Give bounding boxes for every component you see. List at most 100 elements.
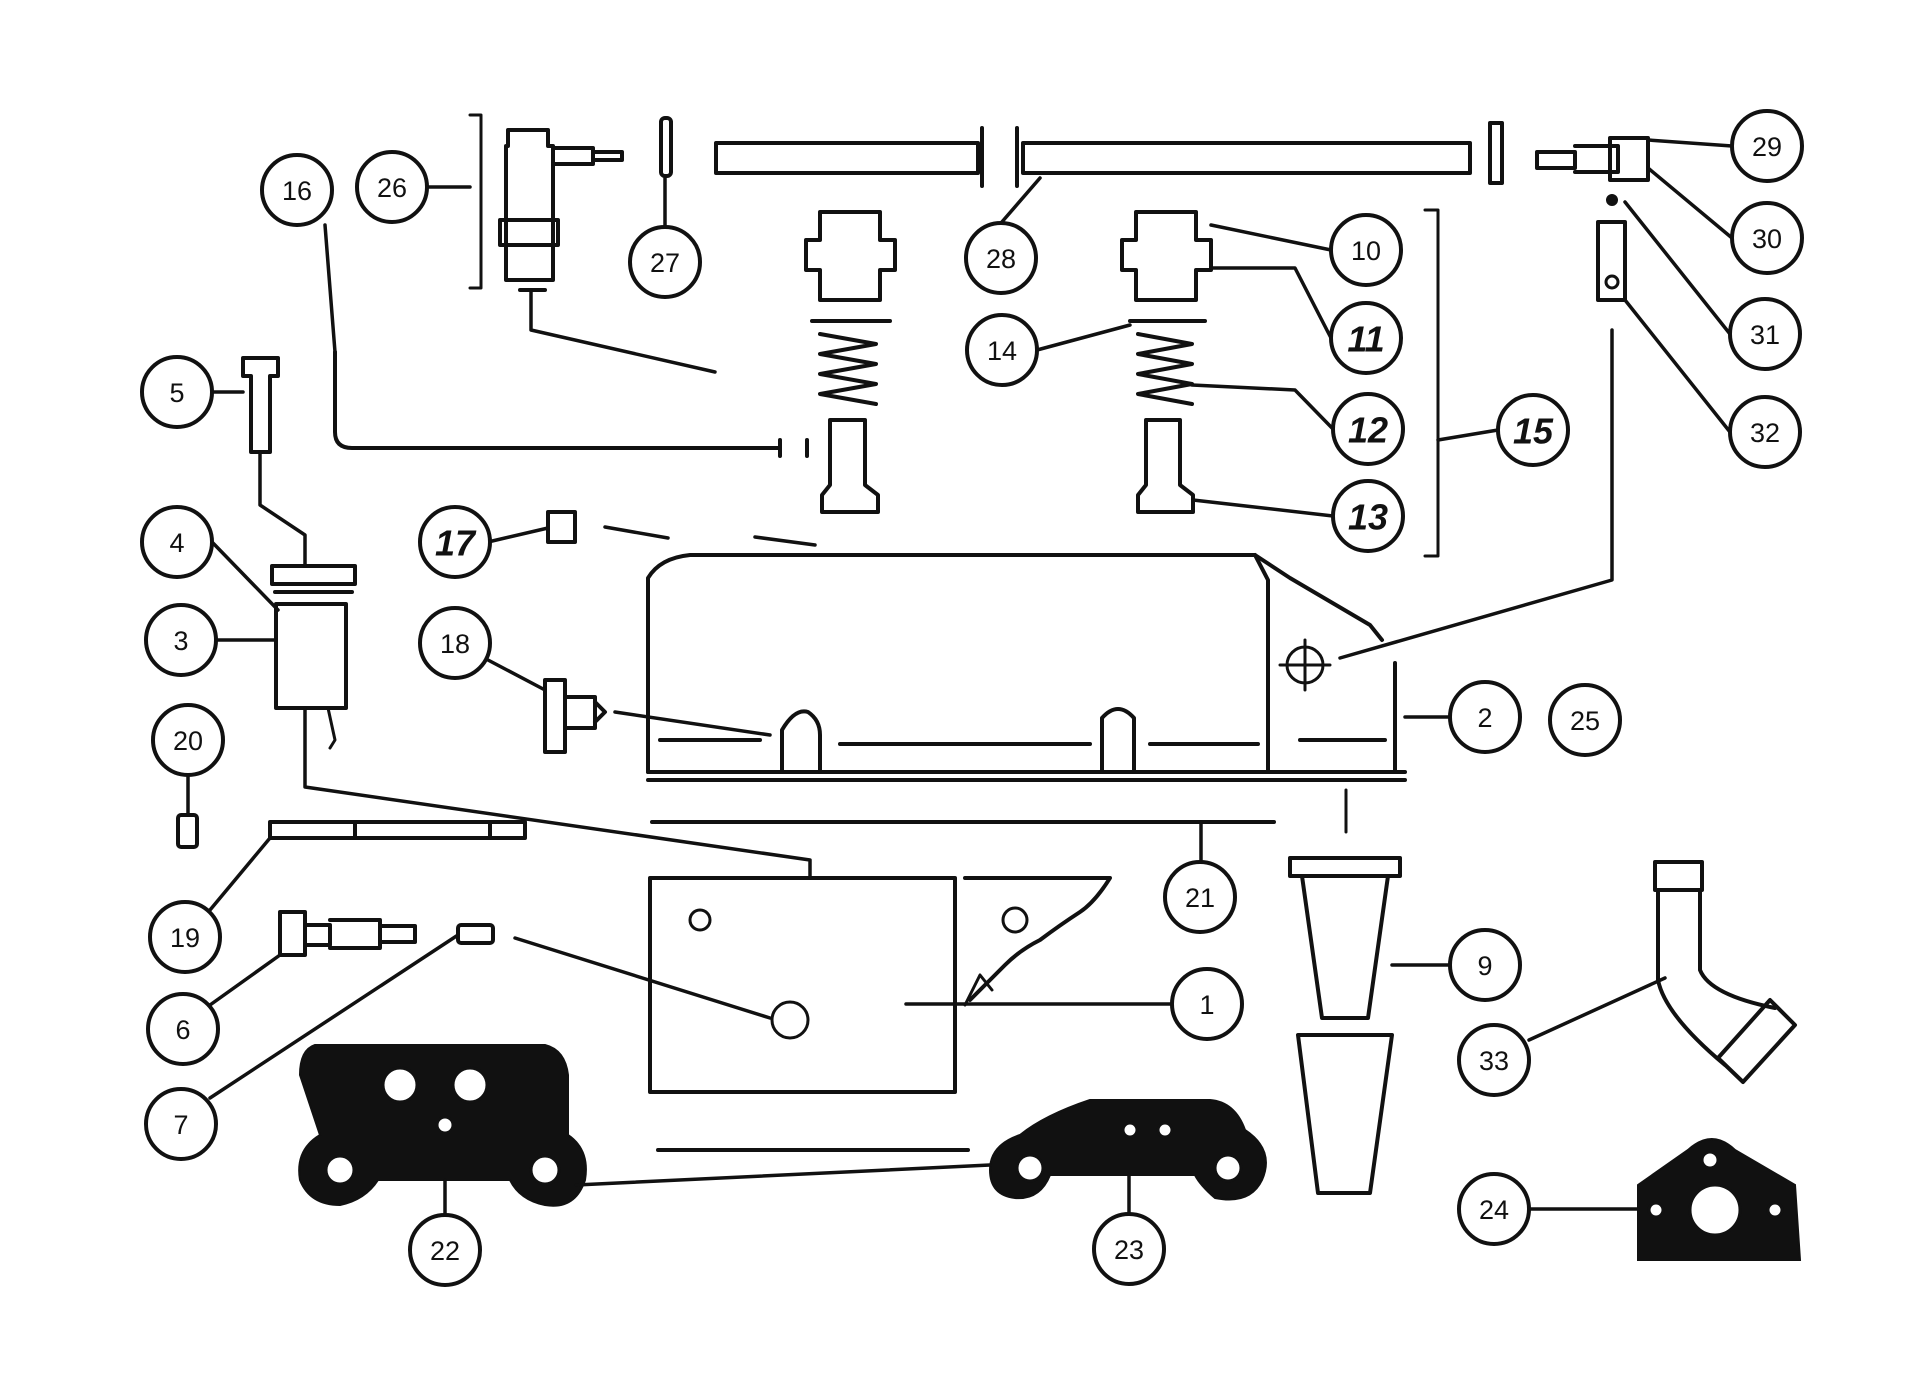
callout-7: 7 — [144, 1087, 218, 1161]
callout-circle — [144, 1087, 218, 1161]
callout-circle — [146, 992, 220, 1066]
callout-number: 19 — [170, 923, 200, 953]
callout-26: 26 — [355, 150, 429, 224]
callout-circle — [148, 900, 222, 974]
callout-3: 3 — [144, 603, 218, 677]
callout-number: 29 — [1752, 132, 1782, 162]
callout-12: 12 — [1331, 392, 1405, 466]
callout-number: 6 — [175, 1015, 190, 1045]
right-valve-assembly-15 — [1120, 208, 1440, 558]
callout-14: 14 — [965, 313, 1039, 387]
callout-circle — [1457, 1172, 1531, 1246]
callout-24: 24 — [1457, 1172, 1531, 1246]
callout-circle — [1329, 213, 1403, 287]
callout-16: 16 — [260, 153, 334, 227]
callout-number: 32 — [1750, 418, 1780, 448]
callout-number: 21 — [1185, 883, 1215, 913]
part-27-pin — [659, 116, 673, 178]
callout-number: 22 — [430, 1236, 460, 1266]
callout-circle — [151, 703, 225, 777]
callout-18: 18 — [418, 606, 492, 680]
callout-10: 10 — [1329, 213, 1403, 287]
callout-circle — [1496, 393, 1570, 467]
callout-number: 17 — [435, 523, 477, 564]
callout-1: 1 — [1170, 967, 1244, 1041]
callout-32: 32 — [1728, 395, 1802, 469]
part-5-bolt — [241, 356, 280, 454]
callout-number: 31 — [1750, 320, 1780, 350]
parts-29-32-fitting — [1535, 136, 1650, 302]
callout-circle — [1331, 479, 1405, 553]
callout-21: 21 — [1163, 860, 1237, 934]
callout-17: 17 — [418, 505, 492, 579]
callout-number: 11 — [1347, 319, 1384, 360]
callout-29: 29 — [1730, 109, 1804, 183]
part-22-gasket — [298, 1044, 587, 1207]
callout-number: 27 — [650, 248, 680, 278]
part-33-elbow — [1653, 860, 1797, 1084]
callout-5: 5 — [140, 355, 214, 429]
callout-number: 2 — [1477, 703, 1492, 733]
part-23-gasket — [988, 1099, 1267, 1201]
callout-circle — [1092, 1212, 1166, 1286]
callout-11: 11 — [1329, 301, 1403, 375]
callout-circle — [1457, 1023, 1531, 1097]
callout-circle — [1728, 395, 1802, 469]
callout-25: 25 — [1548, 683, 1622, 757]
callout-number: 23 — [1114, 1235, 1144, 1265]
part-28-shaft — [714, 121, 1504, 188]
part-20 — [176, 813, 199, 849]
part-2-body — [646, 553, 1407, 782]
callout-number: 9 — [1477, 951, 1492, 981]
callout-number: 10 — [1351, 236, 1381, 266]
callout-number: 12 — [1348, 410, 1388, 451]
part-17-clip — [546, 510, 577, 544]
callout-number: 14 — [987, 336, 1017, 366]
callout-number: 24 — [1479, 1195, 1509, 1225]
part-7-jet — [456, 923, 495, 945]
callout-circle — [1448, 680, 1522, 754]
callout-23: 23 — [1092, 1212, 1166, 1286]
callout-circle — [628, 225, 702, 299]
callout-number: 7 — [173, 1110, 188, 1140]
callout-circle — [140, 505, 214, 579]
callout-circle — [260, 153, 334, 227]
callout-circle — [1448, 928, 1522, 1002]
callout-number: 3 — [173, 626, 188, 656]
callout-circle — [1329, 301, 1403, 375]
callout-circle — [965, 313, 1039, 387]
callout-number: 26 — [377, 173, 407, 203]
callout-4: 4 — [140, 505, 214, 579]
part-1-plate — [648, 876, 1112, 1094]
callout-number: 16 — [282, 176, 312, 206]
callout-20: 20 — [151, 703, 225, 777]
callout-number: 13 — [1348, 497, 1388, 538]
callout-9: 9 — [1448, 928, 1522, 1002]
callout-circle — [1730, 109, 1804, 183]
part-6-jet — [278, 910, 417, 957]
callout-30: 30 — [1730, 201, 1804, 275]
callout-circle — [1331, 392, 1405, 466]
callout-28: 28 — [964, 221, 1038, 295]
part-9-tube — [1288, 788, 1402, 1195]
callout-2: 2 — [1448, 680, 1522, 754]
callout-circle — [355, 150, 429, 224]
callout-number: 25 — [1570, 706, 1600, 736]
left-valve-assembly — [804, 210, 897, 514]
callout-number: 15 — [1513, 411, 1554, 452]
callout-circle — [1163, 860, 1237, 934]
callout-number: 18 — [440, 629, 470, 659]
callout-number: 5 — [169, 378, 184, 408]
callout-circle — [1170, 967, 1244, 1041]
part-drawings — [176, 113, 1802, 1261]
callout-circle — [418, 505, 492, 579]
callout-circle — [140, 355, 214, 429]
part-19-strip — [268, 820, 527, 840]
callout-circle — [1730, 201, 1804, 275]
part-24-gasket — [1637, 1138, 1802, 1261]
callout-number: 4 — [169, 528, 184, 558]
callout-circle — [1548, 683, 1622, 757]
callout-circle — [418, 606, 492, 680]
